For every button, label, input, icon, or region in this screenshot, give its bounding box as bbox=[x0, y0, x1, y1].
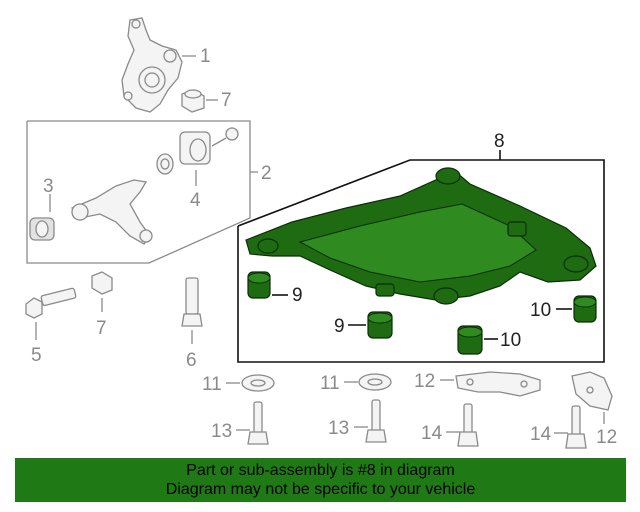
washer-part-11-right bbox=[358, 373, 392, 391]
callout-12-right[interactable]: 12 bbox=[596, 427, 617, 448]
callout-1[interactable]: 1 bbox=[200, 46, 211, 67]
bolt-part-6 bbox=[181, 277, 203, 327]
bolt-part-13-left bbox=[247, 401, 269, 445]
footer-line-1: Part or sub-assembly is #8 in diagram bbox=[186, 462, 455, 479]
callout-13-right[interactable]: 13 bbox=[328, 418, 349, 439]
callout-7-top[interactable]: 7 bbox=[221, 90, 232, 111]
bolt-part-13-right bbox=[365, 399, 387, 443]
callout-10-left[interactable]: 10 bbox=[500, 330, 521, 351]
lower-control-arm bbox=[70, 179, 153, 245]
bushing-part-10-right bbox=[573, 295, 597, 323]
callout-12-middle[interactable]: 12 bbox=[414, 371, 435, 392]
callout-10-right[interactable]: 10 bbox=[530, 300, 551, 321]
callout-2[interactable]: 2 bbox=[261, 163, 272, 184]
bracket-part-12-middle bbox=[455, 371, 541, 397]
bushing-part-10-left bbox=[457, 325, 483, 355]
bushing-part-9-left bbox=[247, 271, 271, 299]
bolt-part-14-right bbox=[565, 405, 587, 449]
nut-part-7-lower bbox=[91, 271, 113, 295]
callout-9-left[interactable]: 9 bbox=[334, 316, 345, 337]
knuckle-part-1 bbox=[121, 17, 183, 113]
washer-part-11-left bbox=[241, 374, 275, 392]
footer-line-2: Diagram may not be specific to your vehi… bbox=[165, 481, 476, 498]
control-arm-group-box bbox=[26, 120, 251, 264]
callout-9-right[interactable]: 9 bbox=[292, 285, 303, 306]
bushing-part-4 bbox=[156, 127, 239, 175]
callout-11-right[interactable]: 11 bbox=[320, 373, 340, 394]
callout-4[interactable]: 4 bbox=[190, 190, 201, 211]
callout-14-left[interactable]: 14 bbox=[421, 423, 443, 444]
bushing-part-3 bbox=[29, 217, 55, 241]
callout-6[interactable]: 6 bbox=[186, 350, 197, 371]
bolt-part-14-left bbox=[457, 403, 479, 447]
callout-3[interactable]: 3 bbox=[43, 176, 54, 197]
bushing-part-9-right bbox=[367, 311, 393, 339]
callout-14-right[interactable]: 14 bbox=[530, 424, 552, 445]
callout-7-lower[interactable]: 7 bbox=[96, 318, 107, 339]
bolt-part-5 bbox=[25, 287, 77, 319]
engine-cradle-part-8[interactable] bbox=[245, 167, 597, 305]
callout-8[interactable]: 8 bbox=[494, 131, 505, 152]
cradle-group-box bbox=[237, 159, 605, 363]
bracket-part-12-right bbox=[571, 371, 613, 411]
callout-5[interactable]: 5 bbox=[31, 345, 42, 366]
footer-banner: Part or sub-assembly is #8 in diagram Di… bbox=[15, 458, 626, 502]
callout-13-left[interactable]: 13 bbox=[211, 421, 232, 442]
nut-part-7-top bbox=[181, 89, 205, 113]
callout-11-left[interactable]: 11 bbox=[202, 374, 222, 395]
